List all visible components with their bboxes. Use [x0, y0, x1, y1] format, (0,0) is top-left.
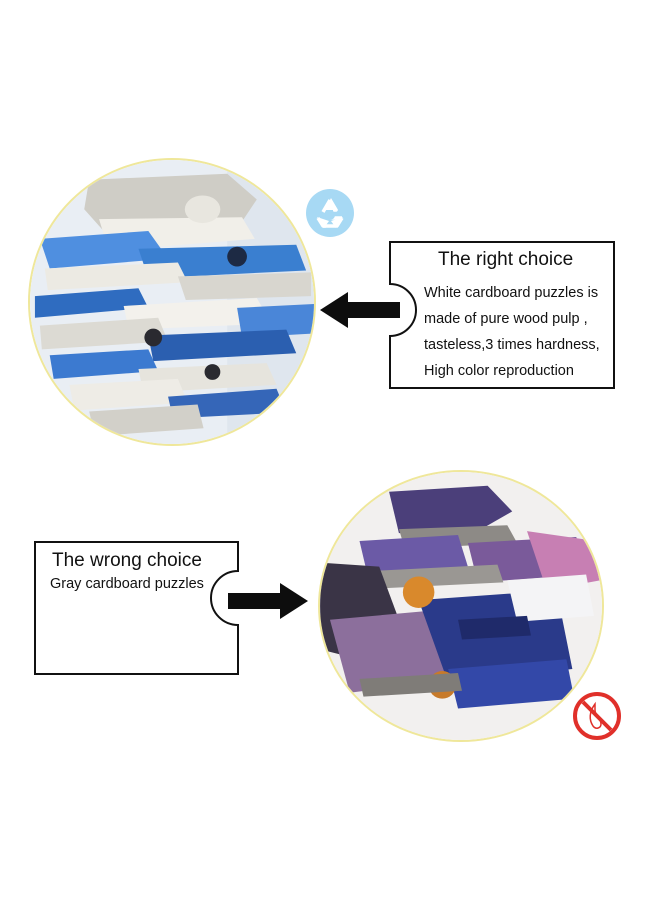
right-choice-callout	[389, 241, 615, 389]
no-sign-icon	[571, 690, 623, 742]
wrong-choice-description: Gray cardboard puzzles	[50, 576, 204, 592]
gray-puzzle-photo	[318, 470, 604, 742]
recycle-icon	[305, 188, 355, 238]
white-puzzle-photo	[28, 158, 316, 446]
arrow-left-icon	[320, 290, 402, 330]
right-choice-line: High color reproduction	[424, 363, 574, 379]
arrow-right-icon	[228, 582, 308, 620]
wrong-choice-callout	[34, 541, 239, 675]
right-choice-title: The right choice	[438, 249, 574, 270]
right-choice-description: White cardboard puzzles is made of pure …	[424, 280, 612, 384]
right-choice-line: tasteless,3 times hardness,	[424, 337, 600, 353]
right-choice-line: made of pure wood pulp ,	[424, 311, 588, 327]
gray-puzzle-pile-image	[320, 472, 602, 740]
right-choice-line: White cardboard puzzles is	[424, 285, 599, 301]
white-puzzle-stack-image	[30, 160, 314, 444]
wrong-choice-title: The wrong choice	[52, 550, 202, 571]
